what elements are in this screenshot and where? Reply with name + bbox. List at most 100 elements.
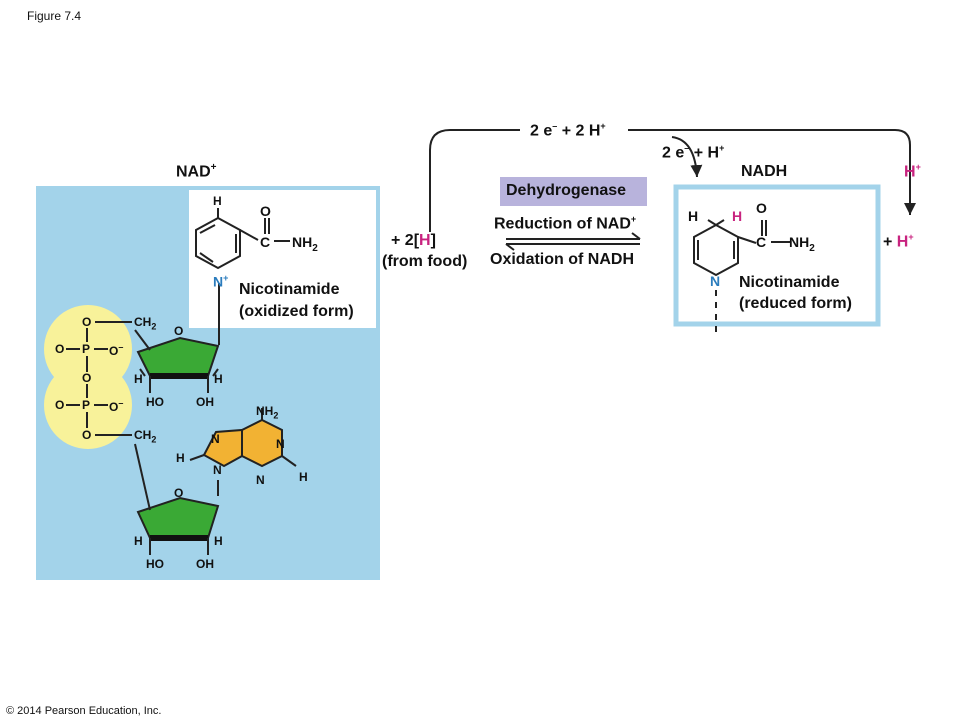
ch2-lower-sub: 2 <box>151 434 157 445</box>
adenine-n3: N <box>256 473 265 487</box>
food-h: H <box>419 232 431 249</box>
top-plus: + <box>561 122 572 140</box>
ominus-upper-sup: – <box>118 342 124 352</box>
ch2-upper-sub: 2 <box>151 321 157 332</box>
right-plus: + <box>883 233 893 251</box>
ribose-lower-oh: OH <box>196 557 214 571</box>
phosphate-o-double-lower: O <box>55 398 65 412</box>
reduced-nh2-sub: 2 <box>809 242 815 254</box>
ribose-lower <box>136 496 220 555</box>
right-proton-label: + H+ <box>883 232 914 251</box>
reduction-text: Reduction of NAD <box>494 215 631 233</box>
nad-title-sup: + <box>210 162 217 173</box>
reduced-atom-h-added: H <box>732 208 743 224</box>
figure-label: Figure 7.4 <box>27 9 82 23</box>
phosphate-p-upper: P <box>82 342 91 356</box>
ribose-lower-ho: HO <box>146 557 164 571</box>
ribose-upper-o: O <box>174 324 184 338</box>
adenine-nh2: NH2 <box>256 404 278 420</box>
nadh-title: NADH <box>741 163 788 180</box>
food-h-pre: 2[ <box>404 232 420 249</box>
phosphate-ch2-lower: CH2 <box>134 428 156 444</box>
copyright-notice: © 2014 Pearson Education, Inc. <box>6 705 162 717</box>
adenine-h8: H <box>176 451 185 465</box>
nicotinamide-ring-reduced <box>693 219 790 338</box>
ominus-lower-sup: – <box>118 398 124 408</box>
right-proton: H <box>896 233 909 251</box>
right-proton-sup: + <box>908 232 914 242</box>
reduced-atom-nh2: NH2 <box>789 234 815 254</box>
top-protons: 2 H <box>575 122 601 140</box>
atom-c-carbonyl: C <box>260 234 271 250</box>
reduced-atom-o: O <box>756 200 767 216</box>
enzyme-label: Dehydrogenase <box>506 182 627 199</box>
nicotinamide-ring-oxidized <box>195 208 290 345</box>
atom-n-plus: N+ <box>213 273 228 290</box>
adenine-n9: N <box>213 463 222 477</box>
food-hydrogen-label: + 2[H] <box>391 232 436 250</box>
ribose-lower-h-right: H <box>214 534 223 548</box>
enzyme-box <box>500 177 647 206</box>
oxidation-label: Oxidation of NADH <box>490 251 634 268</box>
top-protons-sup: + <box>600 121 606 131</box>
food-h-post: ] <box>430 232 436 249</box>
reduced-atom-c: C <box>756 234 767 250</box>
food-note: (from food) <box>382 253 468 270</box>
side-proton: H <box>904 163 916 181</box>
top-electrons: 2 e <box>530 122 553 140</box>
mid-electrons: 2 e <box>662 144 685 162</box>
ribose-lower-h-left: H <box>134 534 143 548</box>
reduced-atom-h-left: H <box>688 208 699 224</box>
ribose-upper-ho: HO <box>146 395 164 409</box>
reduction-sup: + <box>630 214 637 224</box>
adenine-base <box>189 408 297 496</box>
side-proton-label: H+ <box>904 162 921 181</box>
adenine-nh2-sub: 2 <box>273 410 279 421</box>
ominus-upper-text: O <box>109 344 119 358</box>
n-plus-text: N <box>213 273 224 290</box>
reduction-label: Reduction of NAD+ <box>494 214 636 233</box>
food-plus: + <box>391 232 401 249</box>
nadh-box <box>673 184 881 327</box>
ch2-lower-text: CH <box>134 428 152 442</box>
nicotinamide-oxidized-line2: (oxidized form) <box>239 303 354 320</box>
ribose-lower-o: O <box>174 486 184 500</box>
phosphate-p-lower: P <box>82 398 91 412</box>
n-plus-sup: + <box>223 273 229 283</box>
top-electron-proton-label: 2 e– + 2 H+ <box>530 121 606 140</box>
phosphate-ominus-lower: O– <box>109 398 123 414</box>
mid-plus: + <box>693 144 704 162</box>
top-electrons-sup: – <box>552 121 558 131</box>
atom-nh2-amide: NH2 <box>292 234 318 254</box>
ribose-upper-h-right: H <box>214 372 223 386</box>
nh2-text: NH <box>292 234 313 250</box>
nad-title: NAD+ <box>176 162 217 181</box>
adenine-nh2-text: NH <box>256 404 274 418</box>
phosphate-o-top: O <box>82 315 92 329</box>
phosphate-o-double-upper: O <box>55 342 65 356</box>
reduced-nh2-text: NH <box>789 234 810 250</box>
nh2-sub: 2 <box>312 242 318 254</box>
ch2-upper-text: CH <box>134 315 152 329</box>
adenine-h2: H <box>299 470 308 484</box>
mid-protons-sup: + <box>719 143 725 153</box>
phosphate-o-bottom: O <box>82 428 92 442</box>
nicotinamide-reduced-line2: (reduced form) <box>739 295 852 312</box>
adenine-n7: N <box>211 432 220 446</box>
atom-h-top: H <box>213 194 222 208</box>
ribose-upper-oh: OH <box>196 395 214 409</box>
side-proton-sup: + <box>915 162 921 172</box>
mid-protons: H <box>707 144 720 162</box>
nad-title-text: NAD <box>176 163 211 181</box>
phosphate-ominus-upper: O– <box>109 342 123 358</box>
ribose-upper <box>136 336 220 393</box>
mid-electron-proton-label: 2 e– + H+ <box>662 143 724 162</box>
atom-o-carbonyl: O <box>260 203 271 219</box>
phosphate-o-bridge: O <box>82 371 92 385</box>
phosphate-blob-lower <box>44 361 132 449</box>
reaction-arrows <box>429 129 916 251</box>
ominus-lower-text: O <box>109 400 119 414</box>
nicotinamide-reduced-line1: Nicotinamide <box>739 274 840 291</box>
nicotinamide-box-oxidized <box>189 190 376 328</box>
phosphate-backbone <box>66 321 151 511</box>
